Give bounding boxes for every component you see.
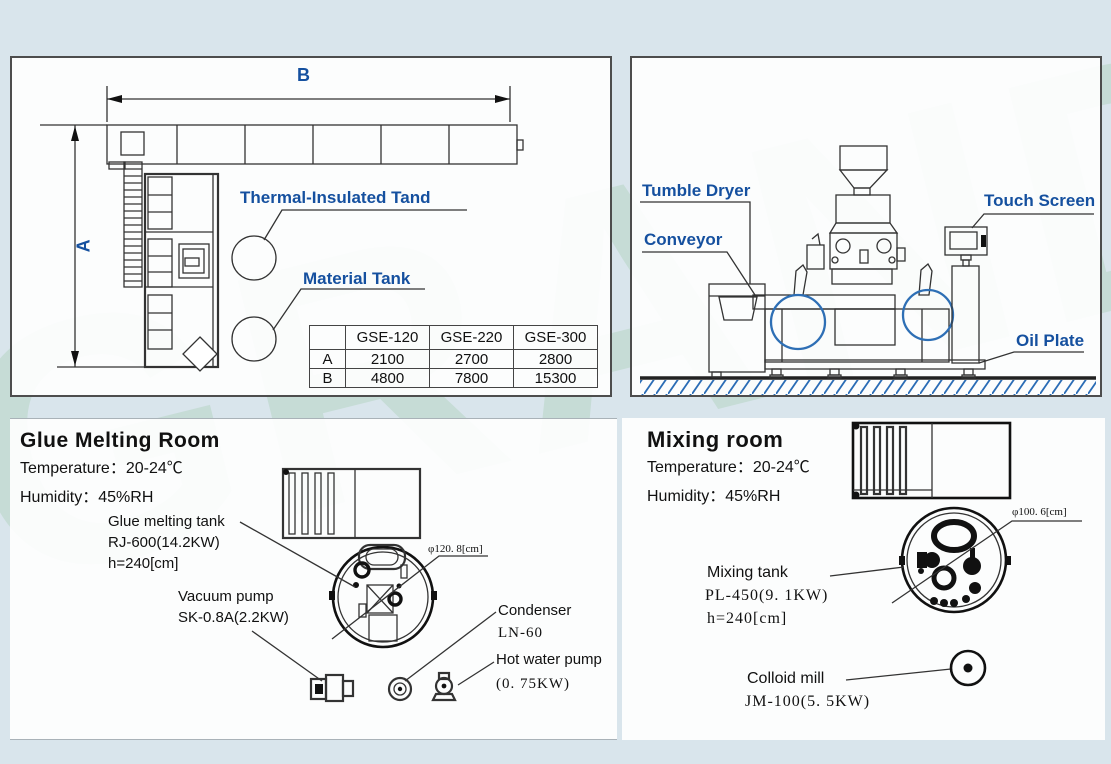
- conveyor-label: Conveyor: [644, 230, 723, 249]
- base-frame: [764, 359, 986, 379]
- thermal-insulated-tank-label: Thermal-Insulated Tand: [240, 188, 431, 207]
- glue-room-temperature: Temperature：20-24℃: [20, 460, 183, 477]
- vacuum-pump-icon: [309, 673, 355, 703]
- dimension-a-label: A: [73, 239, 94, 253]
- glue-room-title: Glue Melting Room: [20, 429, 220, 452]
- hot-water-pump-icon: [431, 671, 457, 702]
- mixing-room-panel: Mixing room Temperature：20-24℃ Humidity：…: [622, 418, 1105, 740]
- colloid-mill-model: JM-100(5. 5KW): [745, 693, 871, 710]
- mixing-room-temperature: Temperature：20-24℃: [647, 459, 810, 476]
- hot-water-pump-model: (0. 75KW): [496, 676, 570, 692]
- dimension-b-label: B: [297, 65, 310, 85]
- glue-melting-room-panel: Glue Melting Room Temperature：20-24℃ Hum…: [10, 418, 617, 740]
- mixing-room-drawing: [829, 421, 1082, 687]
- cell-a-gse300: 2800: [513, 349, 598, 369]
- machine-line-drawing: [640, 145, 1096, 395]
- row-label: A: [309, 349, 346, 369]
- mixing-tank-topview: [891, 506, 1082, 614]
- dimension-a-arrow: [57, 125, 147, 368]
- dimension-table: GSE-120 GSE-220 GSE-300 A 2100 2700 2800…: [309, 325, 598, 388]
- material-tank-leader-line: [272, 288, 425, 331]
- mixing-tank-label: Mixing tank: [707, 564, 788, 581]
- row-label: B: [309, 368, 346, 388]
- dryer-tunnel-topview: [40, 124, 524, 170]
- table-header-gse120: GSE-120: [345, 325, 430, 350]
- table-corner-cell: [309, 325, 346, 350]
- table-header-row: GSE-120 GSE-220 GSE-300: [309, 325, 598, 350]
- thermal-tank-leader-line: [263, 209, 467, 241]
- layout-line-drawing: [40, 86, 524, 372]
- condenser-model: LN-60: [498, 625, 543, 641]
- glue-tank-height: h=240[cm]: [108, 555, 179, 572]
- condenser-label: Condenser: [498, 602, 572, 619]
- ground-hatching: [640, 380, 1096, 395]
- cell-b-gse300: 15300: [513, 368, 598, 388]
- cell-b-gse220: 7800: [429, 368, 514, 388]
- cell-a-gse120: 2100: [345, 349, 430, 369]
- hot-water-pump-label: Hot water pump: [496, 651, 602, 668]
- vacuum-pump-label: Vacuum pump: [178, 588, 274, 605]
- label-leader-lines: [640, 201, 1094, 364]
- material-tank-label: Material Tank: [303, 269, 411, 288]
- mixing-tank-diameter: φ100. 6[cm]: [1012, 506, 1067, 518]
- glue-room-drawing: [239, 467, 497, 703]
- table-row: B 4800 7800 15300: [309, 368, 598, 388]
- layout-drawing-panel: Thermal-Insulated Tand Material Tank B A…: [10, 56, 612, 397]
- cell-a-gse220: 2700: [429, 349, 514, 369]
- machine-head: [806, 145, 906, 285]
- glue-tank-topview: [329, 543, 488, 649]
- vacuum-pump-model: SK-0.8A(2.2KW): [178, 609, 289, 626]
- mixing-room-leader-lines: [829, 566, 952, 681]
- table-header-gse300: GSE-300: [513, 325, 598, 350]
- colloid-mill-label: Colloid mill: [747, 670, 825, 687]
- glue-room-leader-lines: [239, 521, 497, 686]
- mixing-room-title: Mixing room: [647, 427, 784, 452]
- machine-sideview-panel: Tumble Dryer Conveyor Touch Screen Oil P…: [630, 56, 1102, 397]
- mixing-tank-model: PL-450(9. 1KW): [705, 587, 829, 604]
- thermal-insulated-tank-circle: [231, 235, 277, 281]
- drum-rollers: [769, 288, 955, 351]
- tumble-dryer-label: Tumble Dryer: [642, 181, 751, 200]
- glue-tank-diameter: φ120. 8[cm]: [428, 543, 483, 555]
- glue-tank-model: RJ-600(14.2KW): [108, 534, 220, 551]
- touch-screen-label: Touch Screen: [984, 191, 1096, 210]
- table-header-gse220: GSE-220: [429, 325, 514, 350]
- material-tank-circle: [231, 316, 277, 362]
- cell-b-gse120: 4800: [345, 368, 430, 388]
- table-row: A 2100 2700 2800: [309, 349, 598, 369]
- glue-room-humidity: Humidity：45%RH: [20, 489, 154, 506]
- machine-block-topview: [123, 161, 220, 372]
- condenser-icon: [387, 676, 413, 702]
- conveyor-feed-hopper: [718, 294, 896, 321]
- colloid-mill-icon: [949, 649, 987, 687]
- mixing-tank-sideview: [851, 421, 1012, 500]
- touch-screen-monitor: [944, 226, 988, 364]
- dimension-b-arrow: [106, 86, 511, 122]
- glue-tank-label: Glue melting tank: [108, 513, 225, 530]
- oil-plate-label: Oil Plate: [1016, 331, 1085, 350]
- mixing-room-humidity: Humidity：45%RH: [647, 488, 781, 505]
- glue-tank-sideview: [281, 467, 422, 540]
- mixing-tank-height: h=240[cm]: [707, 610, 788, 627]
